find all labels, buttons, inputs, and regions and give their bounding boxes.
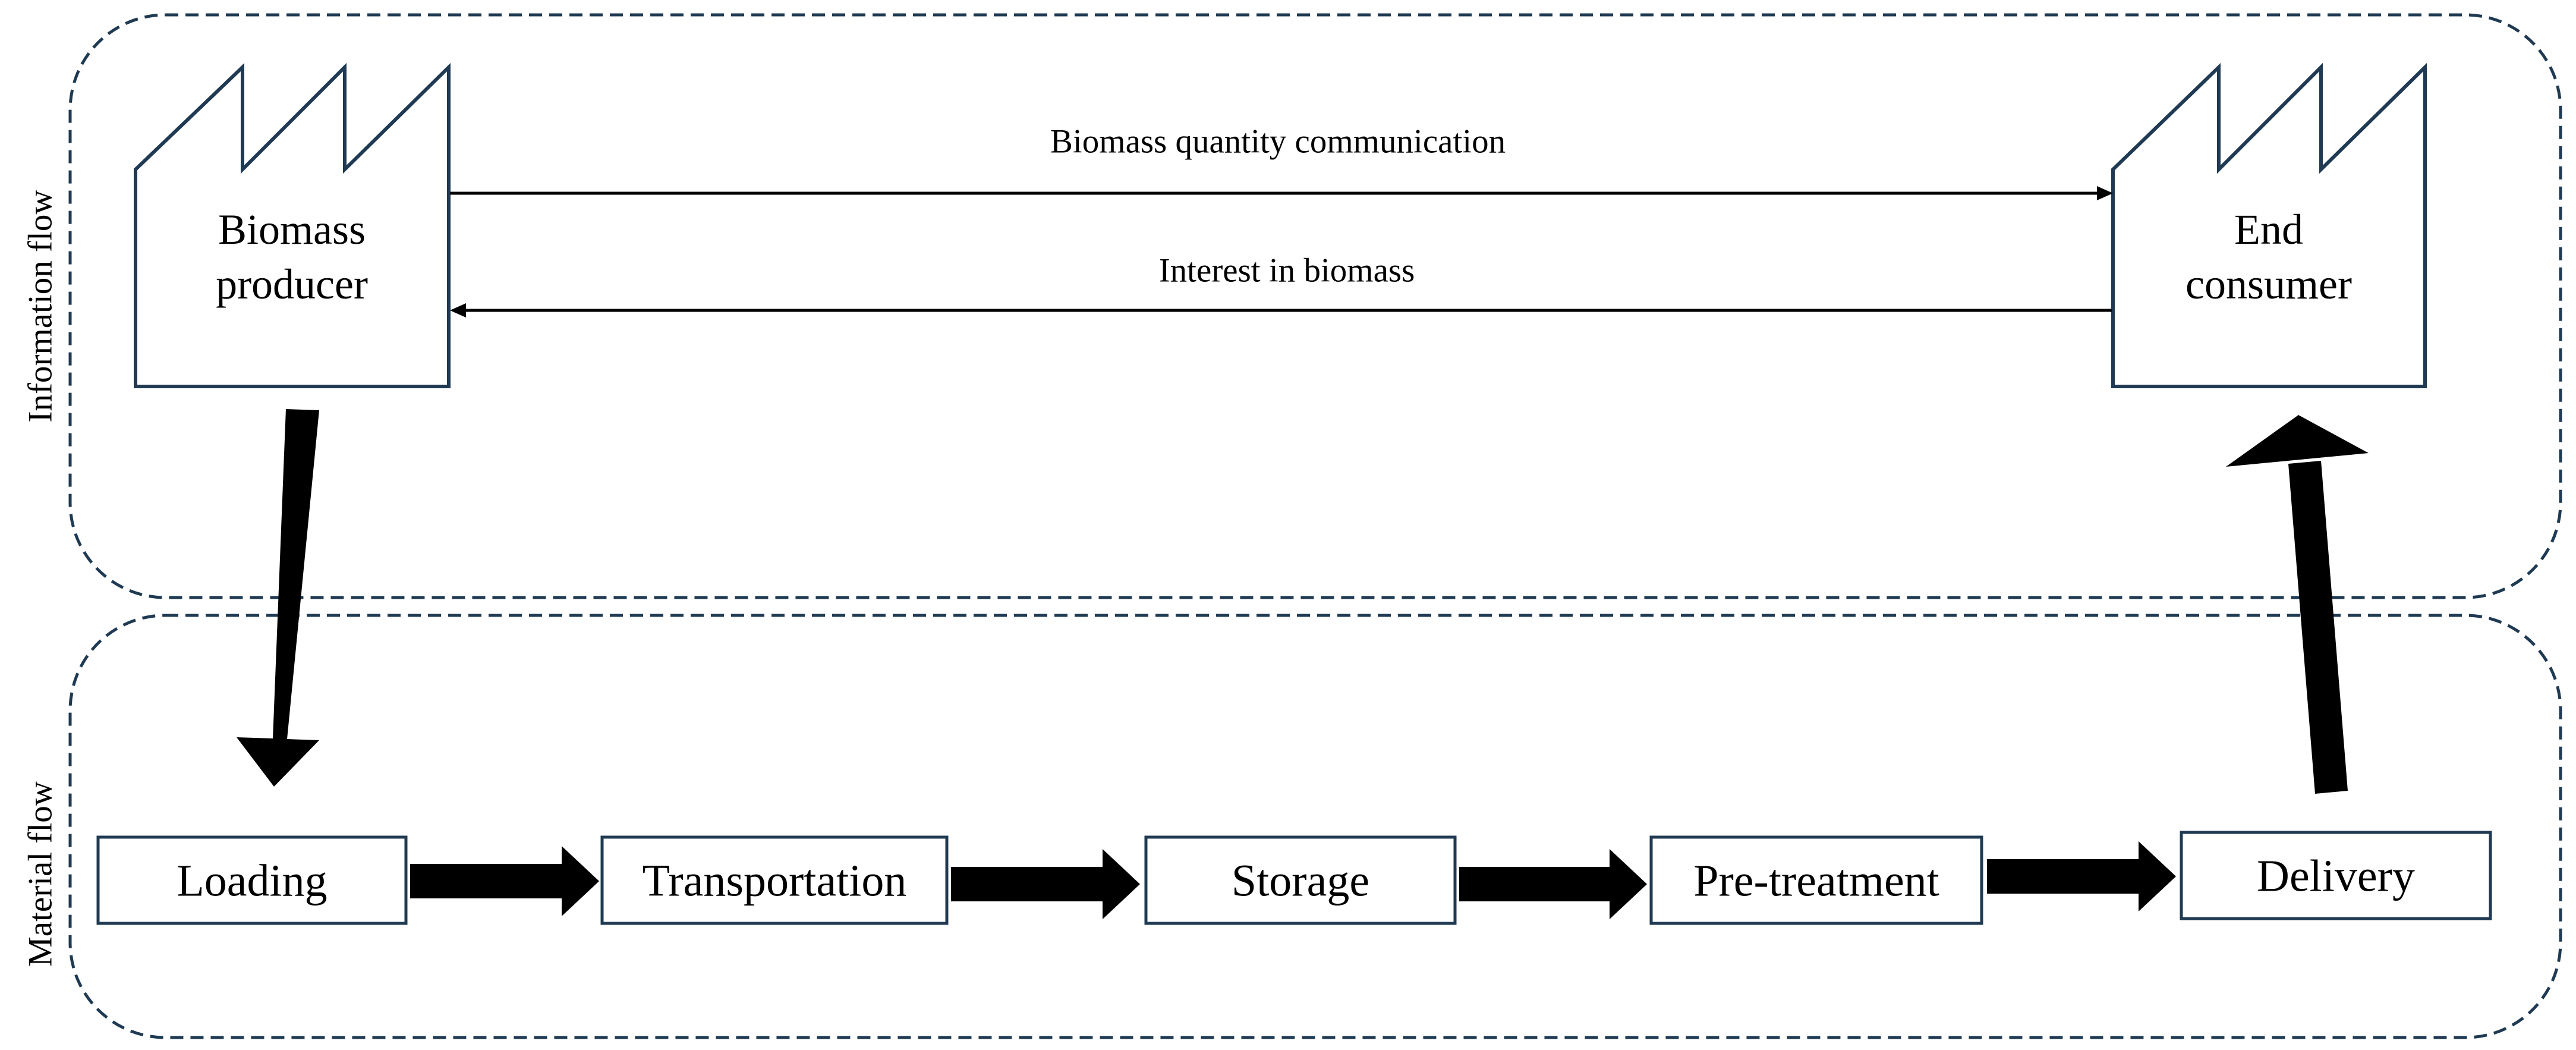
biomass-producer-label-line-1: Biomass xyxy=(218,206,366,253)
end-consumer-factory-icon xyxy=(2111,62,2427,388)
biomass-producer-factory-icon xyxy=(134,62,451,388)
pre-treatment-to-delivery-arrow xyxy=(1987,841,2176,911)
step-box-storage xyxy=(1144,835,1457,925)
material-flow-region xyxy=(68,614,2562,1039)
step-box-pre-treatment xyxy=(1649,835,1983,925)
step-box-loading xyxy=(96,835,408,925)
step-box-transportation xyxy=(600,835,949,925)
step-box-delivery xyxy=(2180,831,2492,920)
material-flow-label: Material flow xyxy=(21,781,59,967)
loading-to-transportation-arrow xyxy=(410,846,599,916)
delivery-to-consumer-arrow xyxy=(2288,461,2348,794)
storage-to-pre-treatment-arrow xyxy=(1459,849,1647,919)
interest-arrowhead xyxy=(450,303,466,317)
end-consumer-label: End consumer xyxy=(2185,202,2352,312)
quantity-communication-arrowhead xyxy=(2097,186,2113,200)
step-label-pre-treatment: Pre-treatment xyxy=(1693,856,1939,906)
information-flow-label: Information flow xyxy=(21,190,59,423)
delivery-to-consumer-arrowhead xyxy=(2226,415,2369,467)
end-consumer-label-line-2: consumer xyxy=(2185,260,2352,308)
quantity-communication-label: Biomass quantity communication xyxy=(1050,122,1506,161)
step-label-loading: Loading xyxy=(177,856,327,906)
step-label-storage: Storage xyxy=(1231,856,1370,906)
step-label-delivery: Delivery xyxy=(2257,851,2415,901)
producer-to-loading-arrow xyxy=(237,409,319,787)
step-label-transportation: Transportation xyxy=(642,856,907,906)
interest-label: Interest in biomass xyxy=(1158,252,1415,290)
end-consumer-label-line-1: End xyxy=(2234,206,2303,253)
transportation-to-storage-arrow xyxy=(951,849,1140,919)
biomass-producer-label: Biomass producer xyxy=(216,202,368,312)
biomass-producer-label-line-2: producer xyxy=(216,260,368,308)
